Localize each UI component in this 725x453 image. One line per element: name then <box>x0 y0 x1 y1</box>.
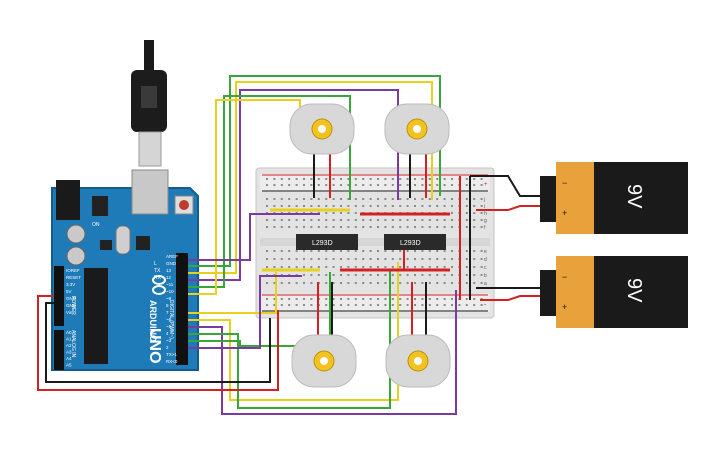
rail-minus-bottom: - <box>484 302 486 308</box>
reset-button[interactable] <box>179 200 189 210</box>
battery2-label: 9V <box>623 278 645 303</box>
dc-motor-3[interactable] <box>291 334 357 388</box>
digital-label: DIGITAL (PWM~) <box>168 300 174 339</box>
pin-label: ~11 <box>166 282 174 287</box>
row-letter: i <box>484 204 485 210</box>
wire-purple-4 <box>188 275 302 349</box>
row-letter: b <box>484 273 487 279</box>
on-label: ON <box>92 222 100 228</box>
pin-label: ~9 <box>166 296 172 301</box>
pin-label: 5V <box>66 289 72 294</box>
wire-red-5v <box>37 295 279 391</box>
dc-motor-2[interactable] <box>384 103 450 155</box>
analog-header[interactable] <box>54 330 64 370</box>
motor4-shaft-icon <box>414 357 422 365</box>
arduino-logo-icon <box>152 275 166 295</box>
wire-yellow-4 <box>188 272 277 314</box>
dc-motor-1[interactable] <box>289 103 355 155</box>
led-l-label: L <box>154 261 157 267</box>
dc-motor-4[interactable] <box>385 334 451 388</box>
pin-label: 12 <box>166 275 172 280</box>
battery2-minus: − <box>562 272 567 282</box>
pin-label: A4 <box>66 356 72 361</box>
wire-black-gnd <box>45 302 271 383</box>
chip-2-label: L293D <box>400 240 421 247</box>
battery1-plus: + <box>562 208 567 218</box>
row-letter: c <box>484 265 487 271</box>
motor3-shaft-icon <box>320 357 328 365</box>
pin-label: 13 <box>166 268 172 273</box>
chip-1-label: L293D <box>312 240 333 247</box>
row-letter: j <box>483 197 485 203</box>
pin-label: ~3 <box>166 338 172 343</box>
motor-driver-chip-1[interactable]: L293D <box>296 234 358 250</box>
pin-label: GND <box>66 296 77 301</box>
power-header[interactable] <box>54 266 64 326</box>
pin-label: IOREF <box>66 268 80 273</box>
pin-label: 7 <box>166 310 169 315</box>
pin-label: 2 <box>166 345 169 350</box>
arduino-uno-board[interactable]: ARDUINO UNO DIGITAL (PWM~) POWER ANALOG … <box>51 169 199 371</box>
motor1-shaft-icon <box>318 125 326 133</box>
pin-label: GND <box>66 303 77 308</box>
pin-label: RESET <box>66 275 81 280</box>
pin-label: AREF <box>166 254 178 259</box>
pin-label: Vin <box>66 310 73 315</box>
tx-label: TX <box>154 268 161 274</box>
rail-plus-top: + <box>484 182 488 188</box>
row-letter: g <box>484 218 487 224</box>
battery2-lead-red <box>480 295 548 301</box>
motor-driver-chip-2[interactable]: L293D <box>384 234 446 250</box>
analog-label: ANALOG IN <box>70 330 76 358</box>
pin-label: ~10 <box>166 289 174 294</box>
battery1-minus: − <box>562 178 567 188</box>
row-letter: f <box>484 225 486 231</box>
battery1-lead-black <box>470 175 548 197</box>
pin-labels-power: IOREF RESET 3.3V 5V GND GND Vin <box>66 268 81 315</box>
wire-yellow-2 <box>188 99 301 295</box>
row-letter: a <box>484 281 487 287</box>
power-label: POWER <box>70 296 76 315</box>
digital-header[interactable] <box>176 253 188 365</box>
pin-label: 8 <box>166 303 169 308</box>
pin-label: A0 <box>66 330 72 335</box>
battery1-label: 9V <box>623 184 645 209</box>
pin-label: GND <box>166 261 177 266</box>
pin-label: A1 <box>66 337 72 342</box>
usb-cable[interactable] <box>131 40 167 167</box>
pin-label: TX>1 <box>166 352 177 357</box>
arduino-model: UNO <box>146 328 163 364</box>
pin-label: RX<0 <box>166 359 178 364</box>
wire-green-4 <box>188 272 331 347</box>
pin-label: 3.3V <box>66 282 75 287</box>
wires[interactable] <box>37 75 548 415</box>
pin-label: ~5 <box>166 324 172 329</box>
pin-labels-digital: AREF GND 13 12 ~11 ~10 ~9 8 7 ~6 ~5 4 ~3 2TX>1RX<0 <box>166 254 178 364</box>
battery-9v-2[interactable]: − + 9V <box>540 256 688 328</box>
pin-label: 4 <box>166 331 169 336</box>
motor2-shaft-icon <box>413 125 421 133</box>
wire-purple-2 <box>188 213 320 261</box>
pin-label: A5 <box>66 363 72 368</box>
wire-purple-3 <box>188 290 457 415</box>
row-letter: h <box>484 211 487 217</box>
battery2-plus: + <box>562 302 567 312</box>
battery1-lead-red <box>476 205 548 211</box>
pin-label: A2 <box>66 343 72 348</box>
rx-label: RX <box>154 275 162 281</box>
battery-9v-1[interactable]: − + 9V <box>540 162 688 234</box>
row-letter: e <box>484 249 487 255</box>
arduino-brand: ARDUINO <box>148 300 158 342</box>
pin-label: ~6 <box>166 317 172 322</box>
pin-label: A3 <box>66 350 72 355</box>
atmega-chip <box>84 268 108 364</box>
row-letter: d <box>484 257 487 263</box>
